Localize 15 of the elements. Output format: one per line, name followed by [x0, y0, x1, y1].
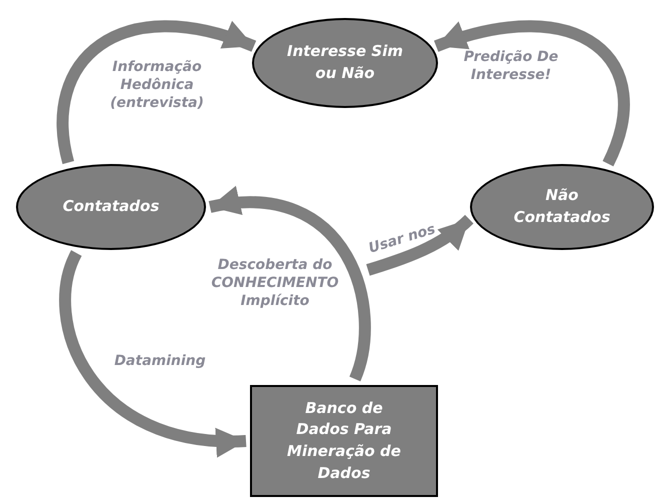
edge-label: Descoberta do CONHECIMENTO Implícito [210, 256, 340, 311]
curved-arrow [366, 214, 474, 276]
curved-arrow [60, 250, 246, 456]
curved-arrow [56, 20, 256, 164]
edge-label: Usar nos [366, 220, 438, 259]
node-label: Contatados [62, 196, 160, 218]
process-box [250, 385, 438, 497]
edge-label: Predição De Interesse! [462, 48, 560, 84]
edge-label: Informação Hedônica (entrevista) [109, 58, 205, 113]
node-label: Não Contatados [512, 185, 612, 228]
node-label: Banco de Dados Para Mineração de Dados [286, 398, 402, 484]
edge-label: Datamining [113, 352, 207, 370]
curved-arrow [434, 20, 630, 166]
node-label: Interesse Sim ou Não [286, 41, 404, 84]
curved-arrow [209, 188, 371, 381]
